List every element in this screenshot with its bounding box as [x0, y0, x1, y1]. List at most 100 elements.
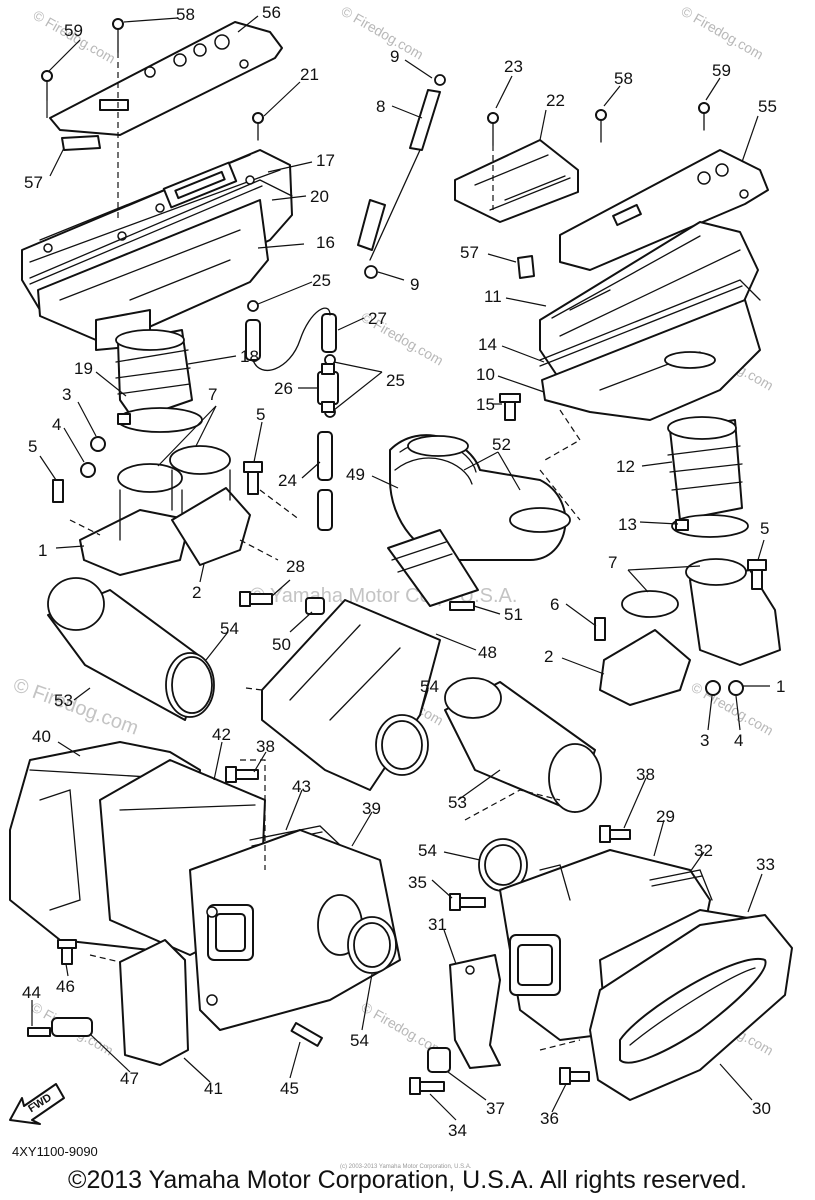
joint-lower-49	[387, 529, 479, 607]
leader-lines	[31, 15, 770, 1121]
callout-51: 51	[504, 605, 523, 624]
callout-16: 16	[316, 233, 335, 252]
callout-27: 27	[368, 309, 387, 328]
callout-17: 17	[316, 151, 335, 170]
gasket-32	[649, 869, 713, 901]
callout-9-top: 9	[390, 47, 399, 66]
flange-1b	[685, 558, 781, 666]
gasket-14	[539, 279, 761, 367]
callout-4-left: 4	[52, 415, 61, 434]
bolt-5b	[243, 461, 263, 495]
fwd-arrow-icon: FWD	[9, 1083, 65, 1125]
clip-50	[305, 597, 325, 615]
screw-51	[449, 601, 475, 611]
air-box-10	[541, 299, 761, 421]
callout-56: 56	[262, 3, 281, 22]
callout-6: 6	[550, 595, 559, 614]
callout-31: 31	[428, 915, 447, 934]
bolt-15	[499, 393, 521, 421]
callout-38-left: 38	[256, 737, 275, 756]
band-54a	[171, 656, 213, 714]
callout-49: 49	[346, 465, 365, 484]
duct-49	[389, 434, 571, 561]
callout-57-left: 57	[24, 173, 43, 192]
callout-11: 11	[484, 287, 502, 306]
callout-1-left: 1	[38, 541, 47, 560]
callout-21: 21	[300, 65, 319, 84]
band-54b	[375, 714, 429, 776]
watermark-top-3: © Firedog.com	[679, 3, 767, 63]
callout-47: 47	[120, 1069, 139, 1088]
callout-41: 41	[204, 1079, 223, 1098]
callout-8: 8	[376, 97, 385, 116]
callout-18: 18	[240, 347, 259, 366]
callout-58-right: 58	[614, 69, 633, 88]
callout-53-left: 53	[54, 691, 73, 710]
callout-42: 42	[212, 725, 231, 744]
callout-26: 26	[274, 379, 293, 398]
bolt-5a	[52, 479, 64, 503]
clip-25a	[247, 300, 259, 312]
callout-23: 23	[504, 57, 523, 76]
callout-10: 10	[476, 365, 495, 384]
clip-9b	[364, 265, 378, 279]
callout-53-right: 53	[448, 793, 467, 812]
callout-54-bottom: 54	[350, 1031, 369, 1050]
cover-30	[589, 914, 793, 1101]
callout-14: 14	[478, 335, 497, 354]
bracket-41	[119, 939, 189, 1066]
callout-58-left: 58	[176, 5, 195, 24]
callout-54-right: 54	[418, 841, 437, 860]
flange-1a	[79, 463, 191, 576]
callout-48: 48	[478, 643, 497, 662]
screw-59a	[41, 70, 53, 118]
clamp-19	[117, 407, 203, 433]
screw-21	[252, 112, 264, 141]
callout-34: 34	[448, 1121, 467, 1140]
callout-2-right: 2	[544, 647, 553, 666]
callout-43: 43	[292, 777, 311, 796]
callout-9-bottom: 9	[410, 275, 419, 294]
screw-59b	[698, 102, 710, 131]
screw-23	[487, 112, 499, 210]
pad-57a	[61, 135, 101, 151]
nut-4a	[80, 462, 96, 478]
bracket-56	[49, 21, 283, 136]
callout-36: 36	[540, 1109, 559, 1128]
flange-2b	[599, 590, 691, 706]
callout-35: 35	[408, 873, 427, 892]
cover-22	[454, 139, 579, 223]
band-54c	[478, 838, 528, 892]
callout-5-right: 5	[760, 519, 769, 538]
valve-26	[317, 363, 339, 413]
callout-45: 45	[280, 1079, 299, 1098]
callout-39: 39	[362, 799, 381, 818]
callout-37: 37	[486, 1099, 505, 1118]
callout-44: 44	[22, 983, 41, 1002]
bolt-38b	[599, 825, 631, 843]
callout-57-right: 57	[460, 243, 479, 262]
damper-47	[51, 1017, 93, 1037]
callout-15: 15	[476, 395, 495, 414]
watermark-top-2: © Firedog.com	[339, 3, 427, 63]
callout-7-left: 7	[208, 385, 217, 404]
callout-3-right: 3	[700, 731, 709, 750]
callout-5-left-top: 5	[256, 405, 265, 424]
callout-33: 33	[756, 855, 775, 874]
clip-9a	[434, 74, 446, 86]
nut-4b	[728, 680, 744, 696]
screw-58b	[595, 109, 607, 143]
callout-3-left: 3	[62, 385, 71, 404]
joint-18	[115, 329, 193, 421]
copyright-footer: ©2013 Yamaha Motor Corporation, U.S.A. A…	[68, 1166, 747, 1194]
callout-labels: 59 58 56 21 17 20 16 57 9 8 9 23 22 58 5…	[22, 3, 785, 1140]
bolt-45	[290, 1022, 323, 1047]
damper-37	[427, 1047, 451, 1073]
callout-38-right: 38	[636, 765, 655, 784]
callout-4-right: 4	[734, 731, 743, 750]
callout-28: 28	[286, 557, 305, 576]
callout-54-top: 54	[220, 619, 239, 638]
cap-3a	[90, 436, 106, 452]
pad-57b	[517, 255, 535, 279]
